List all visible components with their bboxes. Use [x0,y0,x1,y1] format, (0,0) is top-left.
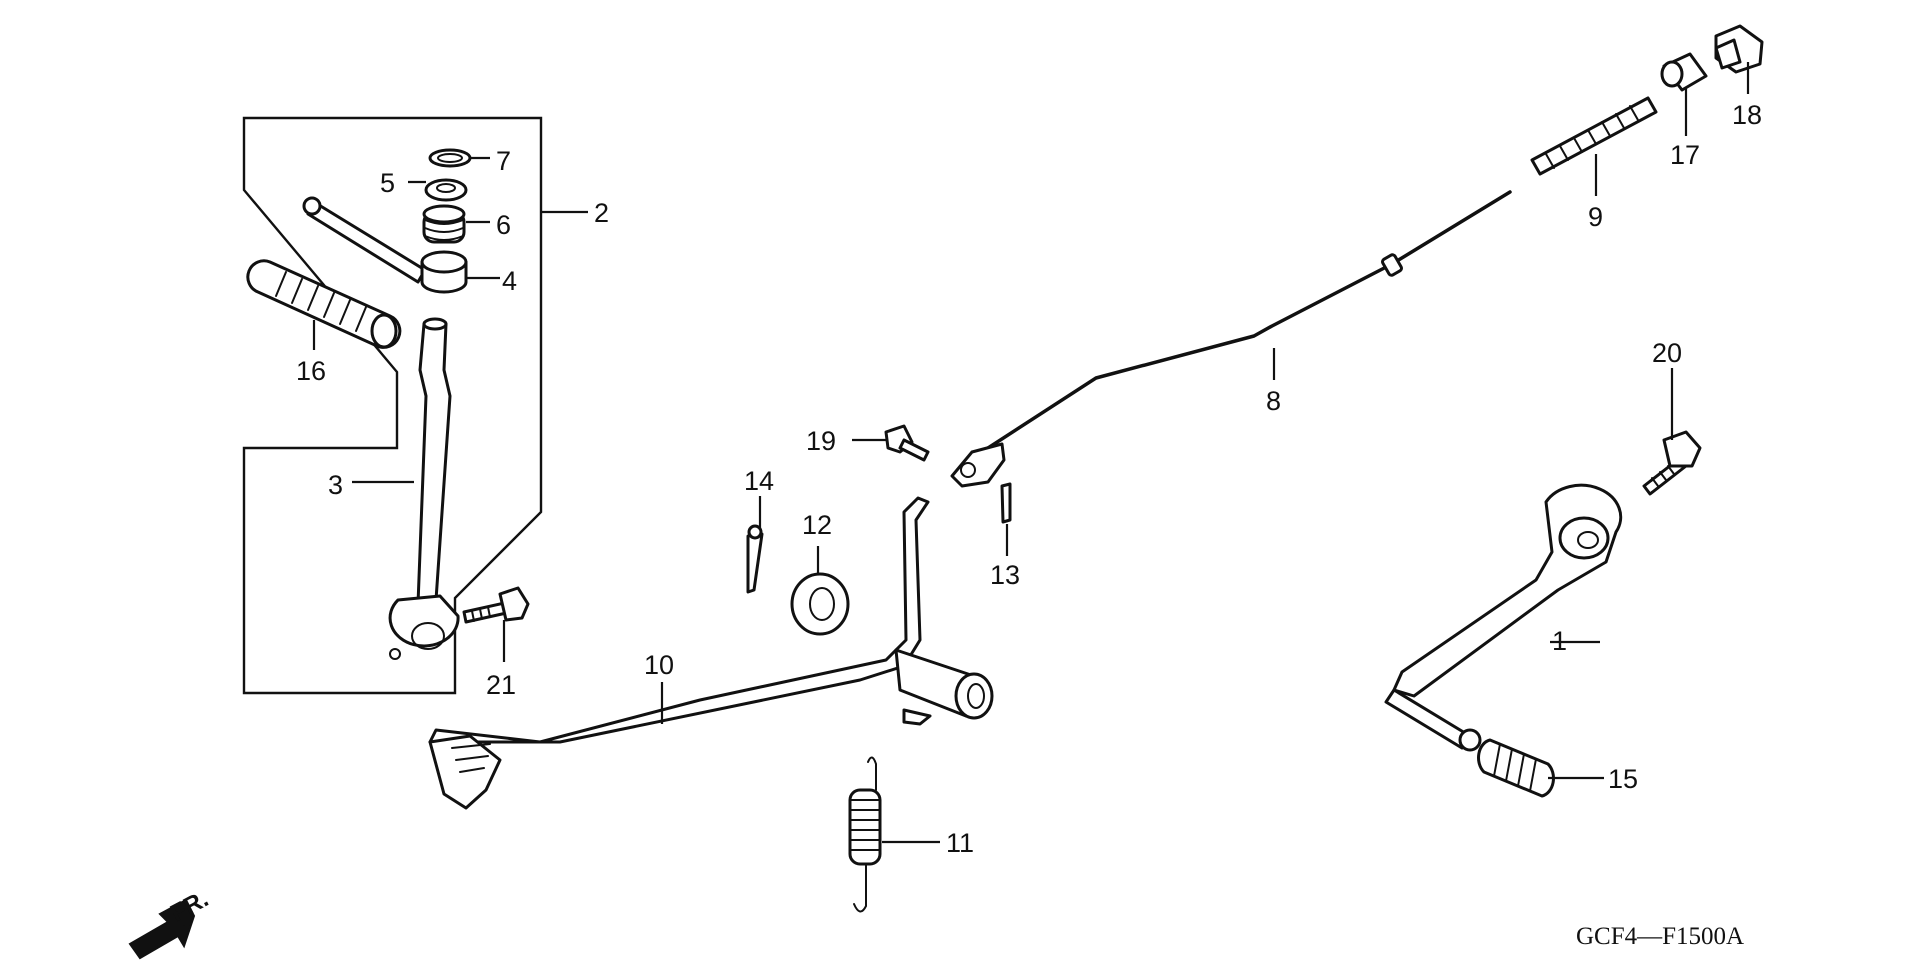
part-13-pin [1000,482,1012,524]
callout-15: 15 [1608,764,1638,794]
part-10-brake-pedal [428,496,994,810]
callout-numbers: 1 2 3 4 5 6 7 8 9 10 11 12 13 14 15 16 1… [296,100,1762,858]
callout-11: 11 [946,828,974,858]
part-20-bolt [1642,430,1702,496]
part-4-collar [302,196,468,294]
callout-13: 13 [990,560,1020,590]
callout-8: 8 [1266,386,1281,416]
callout-9: 9 [1588,202,1603,232]
part-8-brake-rod [950,190,1512,488]
part-11-return-spring [848,756,882,913]
part-3-kick-arm [388,317,460,660]
callout-19: 19 [806,426,836,456]
part-15-pedal-rubber [1477,738,1555,798]
callout-20: 20 [1652,338,1682,368]
part-5-washer [424,178,468,202]
part-14-cotter-pin [746,524,764,594]
callout-2: 2 [594,198,609,228]
part-6-spring [422,204,466,244]
callout-7: 7 [496,146,511,176]
callout-14: 14 [744,466,774,496]
part-12-washer [790,572,850,636]
callout-16: 16 [296,356,326,386]
front-direction-arrow [128,898,196,960]
callout-17: 17 [1670,140,1700,170]
callout-4: 4 [502,266,517,296]
callout-12: 12 [802,510,832,540]
part-17-joint [1660,52,1708,92]
callout-10: 10 [644,650,674,680]
part-9-spring [1530,96,1658,176]
part-16-kick-rubber [246,259,402,349]
part-1-change-pedal [1384,483,1623,752]
callout-3: 3 [328,470,343,500]
part-18-adjusting-nut [1714,24,1764,74]
leader-lines [312,62,1750,844]
drawing-code: GCF4—F1500A [1576,923,1744,950]
part-21-bolt [462,586,530,624]
part-19-bolt [884,424,930,462]
part-7-circlip [428,148,472,168]
callout-6: 6 [496,210,511,240]
callout-5: 5 [380,168,395,198]
callout-18: 18 [1732,100,1762,130]
callout-1: 1 [1552,626,1567,656]
callout-21: 21 [486,670,516,700]
